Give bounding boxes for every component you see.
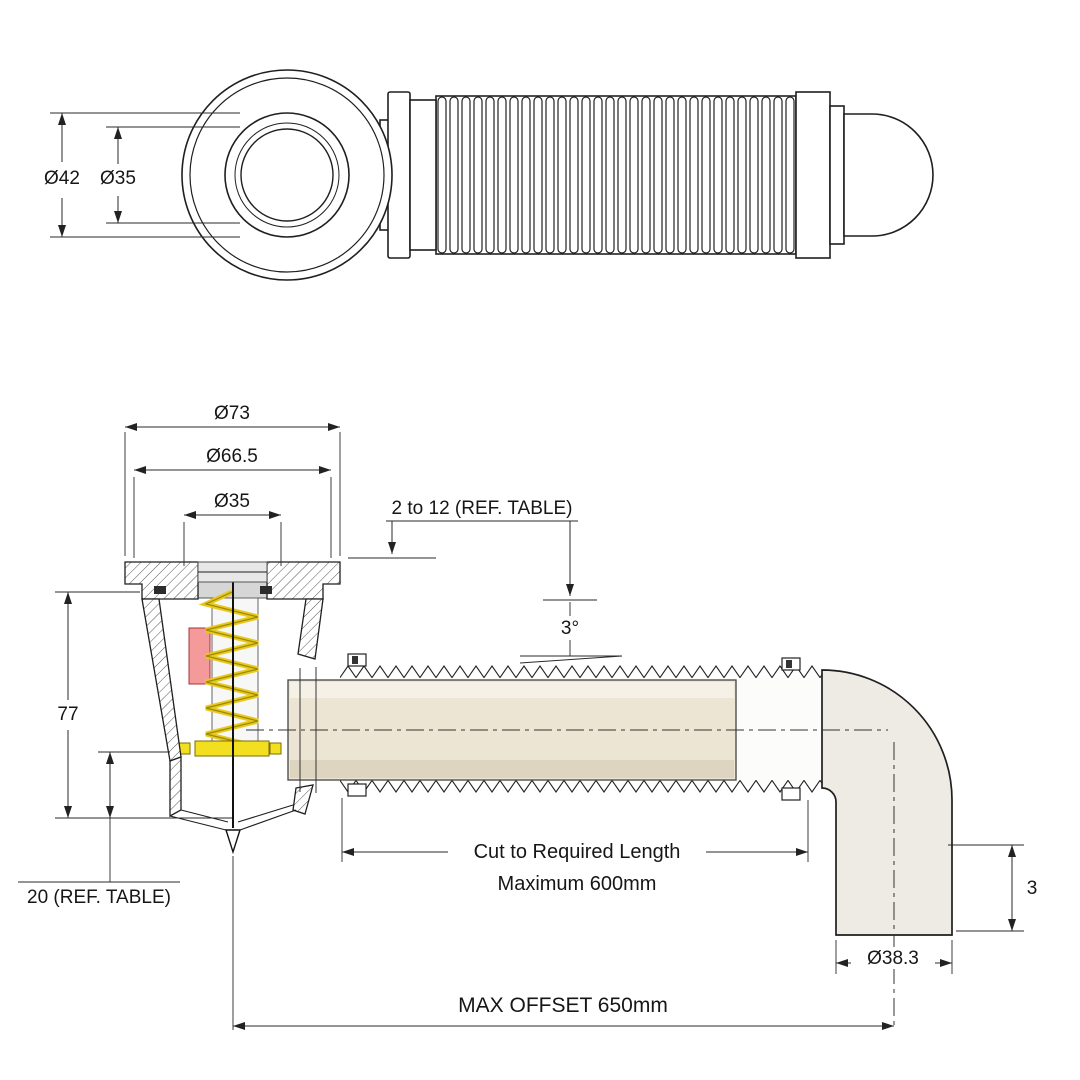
clamp-mark-left [154,586,166,594]
sleeve-teeth-top [340,664,822,678]
body-bottom-spike [225,829,241,855]
flange-right-section [266,561,341,600]
clamp-top-left-tab [352,656,358,664]
hose-nut-inner [409,99,437,251]
body-wall-right-lower [292,784,314,815]
outlet-diameter-label: Ø38.3 [867,948,919,969]
height-77-label: 77 [57,704,78,725]
max-600-note: Maximum 600mm [498,873,657,895]
top-view-flexible-hose [181,69,934,281]
inner-pipe-shadow [290,760,734,778]
body-wall-left-lower [169,756,182,818]
corrugated-hose [435,95,797,255]
hose-end-dome [843,113,934,237]
depth-20-ref-label: 20 (REF. TABLE) [27,887,171,908]
label-mask [851,947,935,969]
diameter-66-5-label: Ø66.5 [206,446,258,467]
diameter-35-label-top: Ø35 [100,168,136,189]
hose-end-neck [829,105,845,245]
cut-length-note: Cut to Required Length [474,841,681,863]
body-wall-right-upper [297,598,324,660]
sleeve-teeth-bottom [340,780,822,794]
diameter-42-label: Ø42 [44,168,80,189]
yellow-seal-right [269,742,282,755]
diameter-35-label: Ø35 [214,491,250,512]
coupling-ring-2 [189,77,385,273]
top-view-dimensions: Ø42 Ø35 [38,112,240,238]
angle-3deg-label: 3° [561,618,579,639]
section-view [124,561,953,1030]
clamp-mark-right [260,586,272,594]
elbow-pipe [821,669,953,936]
body-bottom-inner-edges [180,804,294,823]
adjust-range-label: 2 to 12 (REF. TABLE) [392,498,573,519]
clamp-bottom-right [781,787,801,801]
coupling-opening-mid [234,122,340,228]
clamp-top-right-tab [786,660,792,668]
inner-pipe-highlight [290,682,734,698]
coupling-opening-inner [240,128,334,222]
label-mask [38,168,86,190]
angle-slope-line [519,655,623,664]
right-offset-3-label: 3 [1027,878,1038,899]
label-mask [94,168,142,190]
diameter-73-label: Ø73 [214,403,250,424]
coupling-opening-outer [224,112,350,238]
section-dimensions: Ø73 Ø66.5 Ø35 2 to 12 (REF. TABLE) 3° 77 [18,403,1037,1030]
max-offset-label: MAX OFFSET 650mm [458,994,668,1017]
clamp-bottom-left [347,783,367,797]
hose-end-flange [795,91,831,259]
